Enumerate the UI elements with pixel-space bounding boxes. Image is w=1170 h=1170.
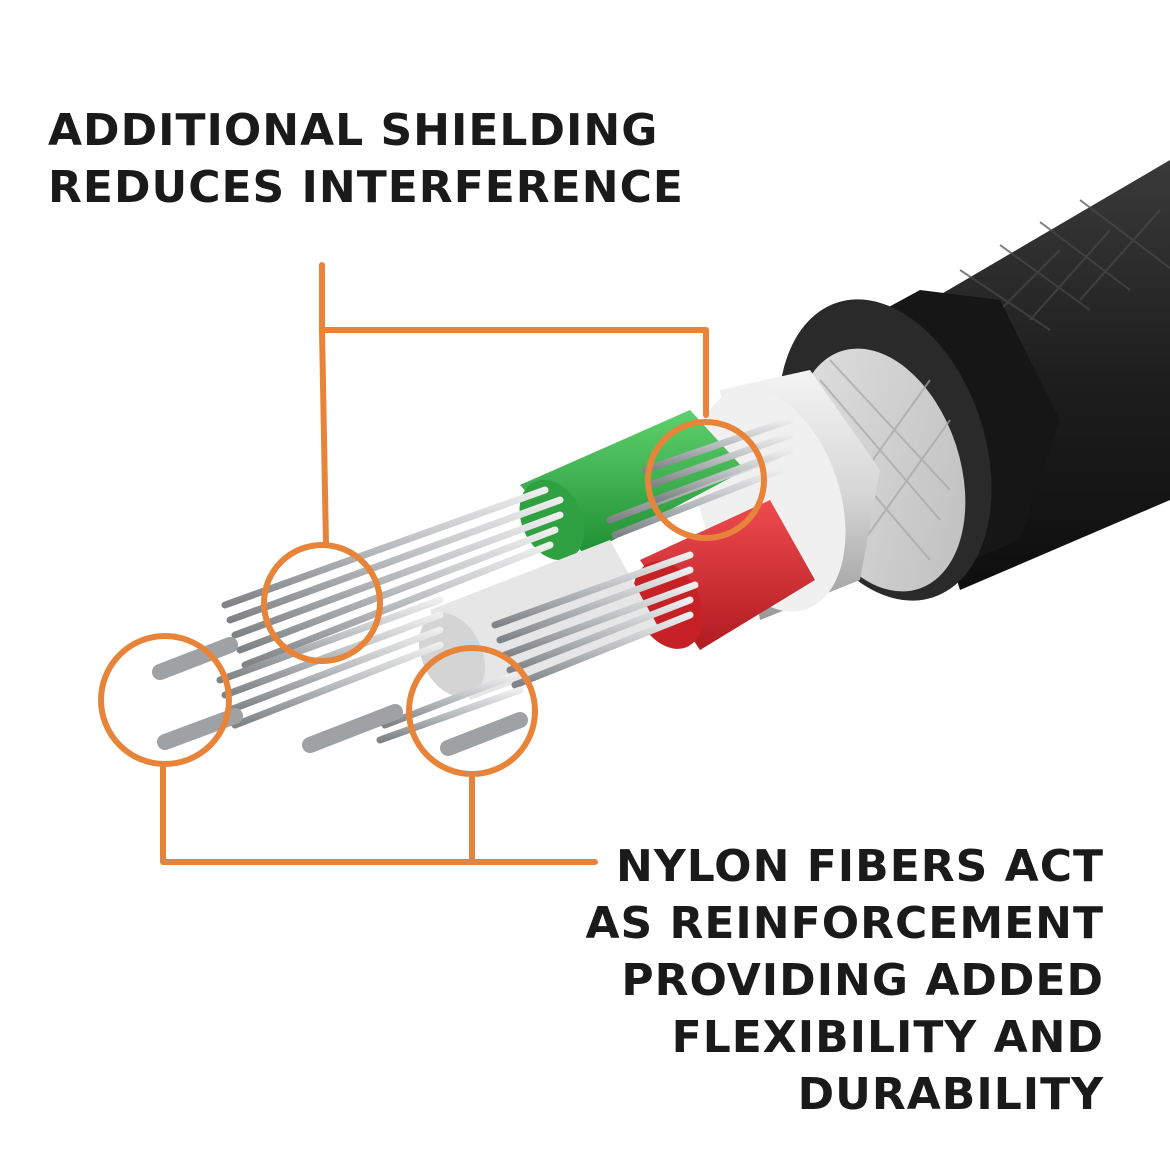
nylon-caption-line-2: AS REINFORCEMENT (585, 898, 1104, 949)
orange-callouts (98, 262, 767, 865)
shielding-caption-line-2: REDUCES INTERFERENCE (48, 162, 684, 213)
nylon-caption-line-1: NYLON FIBERS ACT (616, 841, 1104, 892)
shielding-caption-line-1: ADDITIONAL SHIELDING (48, 105, 659, 156)
exposed-strands (152, 416, 794, 756)
nylon-callout-line (160, 762, 598, 865)
shielding-caption: ADDITIONAL SHIELDING REDUCES INTERFERENC… (48, 102, 684, 216)
nylon-caption-line-3: PROVIDING ADDED (621, 955, 1104, 1006)
nylon-caption-line-5: DURABILITY (797, 1069, 1104, 1120)
callout-circle-shield (645, 419, 767, 541)
strand-callout-line (319, 327, 329, 548)
callout-circle-strands-upper (261, 542, 383, 664)
nylon-caption: NYLON FIBERS ACT AS REINFORCEMENT PROVID… (585, 838, 1104, 1123)
nylon-caption-line-4: FLEXIBILITY AND (671, 1012, 1104, 1063)
shielding-callout-line (319, 262, 709, 418)
